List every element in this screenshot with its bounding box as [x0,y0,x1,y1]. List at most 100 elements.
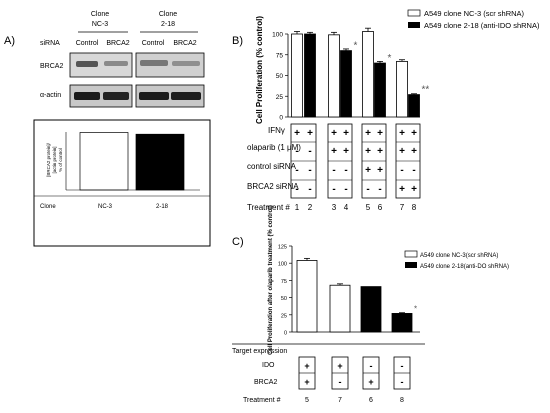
panel-b-treatment-5: 5 [366,203,371,212]
panel-a-clone-value-2: 2-18 [156,204,169,210]
panel-b-sign-r4-c6: - [378,184,381,195]
panel-b-sign-r3-c6: + [377,165,383,176]
panel-b-ytick-label-50: 50 [276,73,284,80]
panel-c-ytick-label-0: 0 [284,331,287,337]
panel-c-sign-r1-c1: + [304,361,309,371]
clone1-label-line1: Clone [91,11,109,18]
blot-label-actin: α-actin [40,92,61,99]
panel-b-legend: A549 clone NC-3 (scr shRNA) A549 clone 2… [407,9,540,30]
panel-b-sign-r4-c8: + [411,184,417,195]
panel-b-treatment-4: 4 [344,203,349,212]
panel-b-sign-r1-c2: + [307,128,313,139]
panel-b-sign-r3-c5: + [365,165,371,176]
panel-b-sign-r2-c3: + [331,146,337,157]
panel-b-treatment-label: Treatment # [247,203,290,212]
panel-a-clone-row-label: Clone [40,204,56,210]
panel-b-ytick-label-100: 100 [272,32,283,39]
panel-c-table: Target expression IDO BRCA2 Treatment # … [232,343,425,404]
legend-b-filled-swatch [408,22,420,28]
legend-c-filled-label: A549 clone 2-18(anti-DO shRNA) [420,264,509,270]
panel-b-sign-r3-c3: - [332,165,335,176]
panel-b-significance-8: ** [422,85,430,96]
panel-a-label: A) [4,35,15,47]
panel-c-sign-r1-c2: + [337,361,342,371]
legend-c-filled-swatch [405,262,417,268]
panel-c-bar-4 [391,313,413,333]
panel-b-treatment-6: 6 [378,203,383,212]
panel-b-bar-1 [291,33,303,118]
panel-b-ytick-label-25: 25 [276,94,284,101]
panel-b-sign-r3-c8: - [412,165,415,176]
panel-b-sign-r2-c1: - [295,146,298,157]
panel-c-sign-r2-c4: - [401,377,404,387]
panel-b-treatment-7: 7 [400,203,405,212]
panel-b-treatment-8: 8 [412,203,417,212]
panel-b-bar-8 [408,94,420,118]
panel-b-ytick-label-75: 75 [276,52,284,59]
panel-b-sign-r3-c2: - [308,165,311,176]
lane-label-3: Control [142,40,165,47]
panel-b-bar-3 [328,34,340,118]
panel-c-significance-4: * [414,304,417,313]
panel-c-treatment-6: 6 [369,397,373,404]
panel-b-sign-r3-c1: - [295,165,298,176]
panel-b-sign-r4-c7: + [399,184,405,195]
panel-a-clone-value-1: NC-3 [98,204,113,210]
lane-label-4: BRCA2 [173,40,196,47]
panel-b-significance-4: * [354,41,358,52]
panel-b-sign-r2-c4: + [343,146,349,157]
panel-c-sign-r2-c2: - [339,377,342,387]
panel-b-treatment-2: 2 [308,203,313,212]
panel-b-row-label-ifn: IFNγ [268,126,285,135]
panel-b-sign-r4-c4: - [344,184,347,195]
panel-c-ytick-label-25: 25 [281,313,287,319]
sirna-label: siRNA [40,40,60,47]
panel-b-sign-r1-c1: + [294,128,300,139]
panel-b-significance-6: * [388,53,392,64]
panel-c-bar-1 [296,260,318,333]
panel-b-sign-r3-c7: - [400,165,403,176]
panel-b-label: B) [232,35,243,47]
legend-b-open-swatch [407,9,421,17]
panel-b-bar-2 [304,33,316,118]
panel-b-treatment-3: 3 [332,203,337,212]
panel-a-bar-2-18 [135,133,185,191]
panel-c-sign-r1-c4: - [401,361,404,371]
panel-c-target-label: Target expression [232,348,287,355]
panel-b-sign-r1-c3: + [331,128,337,139]
panel-c-sign-r2-c3: + [368,377,373,387]
panel-c-legend: A549 clone NC-3(scr shRNA) A549 clone 2-… [404,250,509,270]
panel-c-row-label-ido: IDO [262,362,275,369]
clone2-label-line1: Clone [159,11,177,18]
panel-c-ylabel: Cell Proliferation after olaparib treatm… [268,205,274,355]
panel-b-sign-r1-c4: + [343,128,349,139]
panel-b-sign-r3-c4: - [344,165,347,176]
panel-c-row-label-brca2: BRCA2 [254,379,277,386]
legend-c-open-label: A549 clone NC-3(scr shRNA) [420,253,498,259]
panel-b-sign-r4-c2: - [308,184,311,195]
panel-b-sign-r4-c5: - [366,184,369,195]
panel-b-table: IFNγ olaparib (1 μM) control siRNA BRCA2… [247,123,421,212]
panel-b-sign-r2-c7: + [399,146,405,157]
panel-b-sign-r2-c5: + [365,146,371,157]
panel-b-treatment-1: 1 [295,203,300,212]
western-blot-brca2 [69,52,205,78]
panel-c-bar-2 [329,284,351,333]
panel-c-ytick-label-100: 100 [278,262,287,268]
panel-c-sign-r1-c3: - [370,361,373,371]
panel-c-treatment-label: Treatment # [243,397,281,404]
panel-b-sign-r2-c2: - [308,146,311,157]
panel-c-sign-r2-c1: + [304,377,309,387]
panel-b-sign-r4-c1: - [295,184,298,195]
panel-b-bar-7 [396,60,408,118]
panel-b-sign-r1-c6: + [377,128,383,139]
panel-b-ylabel-1: Cell Proliferation (% control) [255,16,264,124]
panel-b-sign-r2-c8: + [411,146,417,157]
panel-b-sign-r1-c8: + [411,128,417,139]
blot-label-brca2: BRCA2 [40,63,63,70]
panel-b-sign-r1-c7: + [399,128,405,139]
panel-b-row-label-brca2-sirna: BRCA2 siRNA [247,182,299,191]
panel-b-sign-r2-c6: + [377,146,383,157]
